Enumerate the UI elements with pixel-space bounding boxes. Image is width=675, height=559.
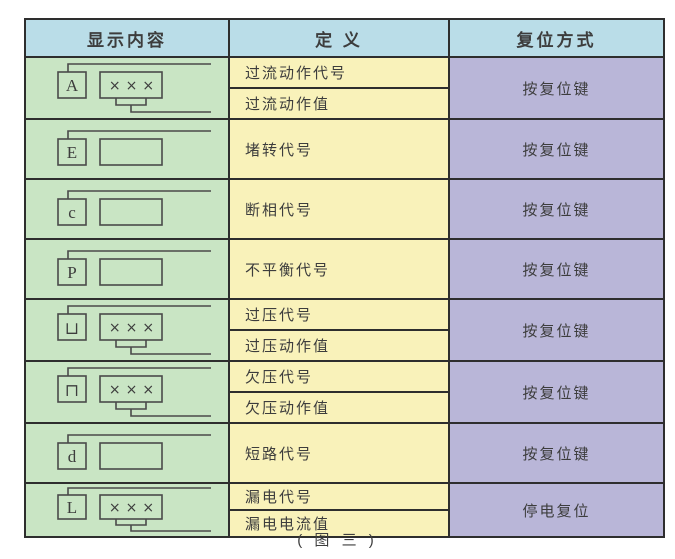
code-letter: L xyxy=(67,498,77,517)
display-code-diagram: P xyxy=(57,250,211,286)
reset-cell: 按复位键 xyxy=(450,362,663,422)
definition-cell: 过压代号 过压动作值 xyxy=(230,300,450,360)
definition-line: 欠压代号 xyxy=(245,369,314,386)
reset-cell: 按复位键 xyxy=(450,424,663,482)
code-letter: E xyxy=(67,143,77,162)
definition-line: 漏电电流值 xyxy=(230,509,448,536)
display-cell: c xyxy=(26,180,230,238)
header-reset-method: 复位方式 xyxy=(450,20,663,56)
code-letter: c xyxy=(68,203,76,222)
display-code-diagram: d xyxy=(57,434,211,470)
definition-line: 漏电代号 xyxy=(245,489,314,506)
display-code-diagram: E xyxy=(57,130,211,166)
table-header-row: 显示内容 定 义 复位方式 xyxy=(26,20,663,58)
code-letter: ⊓ xyxy=(65,381,79,400)
definition-line: 堵转代号 xyxy=(245,141,314,159)
table-row-short-circuit: d 短路代号 按复位键 xyxy=(26,424,663,484)
reset-cell: 按复位键 xyxy=(450,58,663,118)
table-row-overvoltage: ⊔ ××× 过压代号 过压动作值 按复位键 xyxy=(26,300,663,362)
reset-cell: 按复位键 xyxy=(450,240,663,298)
header-definition: 定 义 xyxy=(230,20,450,56)
definition-cell: 漏电代号 漏电电流值 xyxy=(230,484,450,536)
definition-line: 欠压动作值 xyxy=(230,391,448,422)
display-cell: ⊔ ××× xyxy=(26,300,230,360)
code-letter: ⊔ xyxy=(65,319,79,338)
figure-caption: ( 图 三 ) xyxy=(297,532,378,549)
code-letter: d xyxy=(68,447,77,466)
definition-line: 短路代号 xyxy=(245,445,314,463)
display-cell: P xyxy=(26,240,230,298)
code-letter: A xyxy=(66,76,79,95)
value-placeholder: ××× xyxy=(109,78,159,94)
reset-cell: 按复位键 xyxy=(450,120,663,178)
table-row-leakage: L ××× 漏电代号 漏电电流值 停电复位 xyxy=(26,484,663,536)
reset-cell: 按复位键 xyxy=(450,300,663,360)
table-row-undervoltage: ⊓ ××× 欠压代号 欠压动作值 按复位键 xyxy=(26,362,663,424)
definition-cell: 过流动作代号 过流动作值 xyxy=(230,58,450,118)
display-cell: ⊓ ××× xyxy=(26,362,230,422)
definition-line: 过压动作值 xyxy=(230,329,448,360)
reset-cell: 按复位键 xyxy=(450,180,663,238)
display-code-diagram: ⊓ ××× xyxy=(57,367,211,417)
header-display-content: 显示内容 xyxy=(26,20,230,56)
definition-cell: 欠压代号 欠压动作值 xyxy=(230,362,450,422)
table-row-locked-rotor: E 堵转代号 按复位键 xyxy=(26,120,663,180)
display-cell: E xyxy=(26,120,230,178)
definition-line: 过流动作代号 xyxy=(245,65,348,82)
definition-cell: 断相代号 xyxy=(230,180,450,238)
value-placeholder: ××× xyxy=(109,382,159,398)
table-row-overcurrent: A ××× 过流动作代号 过流动作值 按复位键 xyxy=(26,58,663,120)
display-cell: d xyxy=(26,424,230,482)
fault-code-table: 显示内容 定 义 复位方式 A ××× 过流动作代号 过流动作值 按复位键 xyxy=(24,18,665,538)
definition-line: 过流动作值 xyxy=(230,87,448,118)
value-placeholder: ××× xyxy=(109,500,159,516)
definition-line: 断相代号 xyxy=(245,201,314,219)
definition-cell: 不平衡代号 xyxy=(230,240,450,298)
table-row-unbalance: P 不平衡代号 按复位键 xyxy=(26,240,663,300)
code-letter: P xyxy=(67,263,76,282)
definition-line: 不平衡代号 xyxy=(245,261,331,279)
display-cell: L ××× xyxy=(26,484,230,536)
display-code-diagram: A ××× xyxy=(57,63,211,113)
display-code-diagram: c xyxy=(57,190,211,226)
reset-cell: 停电复位 xyxy=(450,484,663,536)
definition-cell: 堵转代号 xyxy=(230,120,450,178)
definition-cell: 短路代号 xyxy=(230,424,450,482)
display-code-diagram: ⊔ ××× xyxy=(57,305,211,355)
value-placeholder: ××× xyxy=(109,320,159,336)
display-code-diagram: L ××× xyxy=(57,487,211,532)
display-cell: A ××× xyxy=(26,58,230,118)
table-row-phase-loss: c 断相代号 按复位键 xyxy=(26,180,663,240)
definition-line: 过压代号 xyxy=(245,307,314,324)
